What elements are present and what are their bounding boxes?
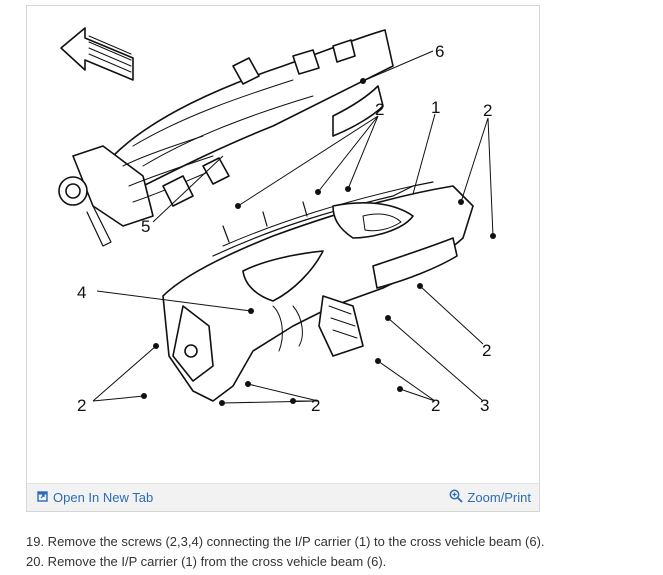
ip-carrier-diagram: 6 2 1 2 5 4 2 2 2 2 3: [58, 27, 496, 415]
callout-2-top-left: 2: [375, 100, 384, 119]
figure-card: 6 2 1 2 5 4 2 2 2 2 3 Ope: [26, 5, 540, 512]
callout-2-top-right: 2: [483, 101, 492, 120]
callout-4: 4: [77, 283, 86, 302]
callout-2-right: 2: [482, 341, 491, 360]
callout-5: 5: [141, 217, 150, 236]
callout-1: 1: [431, 98, 440, 117]
direction-arrow-icon: [60, 27, 134, 81]
callout-2-bottom-mid: 2: [311, 396, 320, 415]
leader-lines: [92, 50, 494, 404]
zoom-print-label: Zoom/Print: [467, 490, 531, 505]
external-link-icon: [37, 490, 49, 505]
callout-6: 6: [435, 42, 444, 61]
callout-labels: 6 2 1 2 5 4 2 2 2 2 3: [77, 42, 492, 415]
open-in-new-tab-label: Open In New Tab: [53, 490, 154, 505]
figure-toolbar: Open In New Tab Zoom/Print: [27, 483, 539, 511]
instruction-steps: 19. Remove the screws (2,3,4) connecting…: [26, 532, 656, 572]
callout-2-bottom-left: 2: [77, 396, 86, 415]
diagram-image[interactable]: 6 2 1 2 5 4 2 2 2 2 3: [33, 6, 539, 476]
magnifier-icon: [449, 489, 463, 506]
callout-3: 3: [480, 396, 489, 415]
open-in-new-tab-link[interactable]: Open In New Tab: [37, 490, 153, 505]
callout-2-bottom-right: 2: [431, 396, 440, 415]
zoom-print-link[interactable]: Zoom/Print: [449, 489, 531, 506]
instruction-step-20: 20. Remove the I/P carrier (1) from the …: [26, 554, 387, 569]
instruction-step-19: 19. Remove the screws (2,3,4) connecting…: [26, 534, 545, 549]
